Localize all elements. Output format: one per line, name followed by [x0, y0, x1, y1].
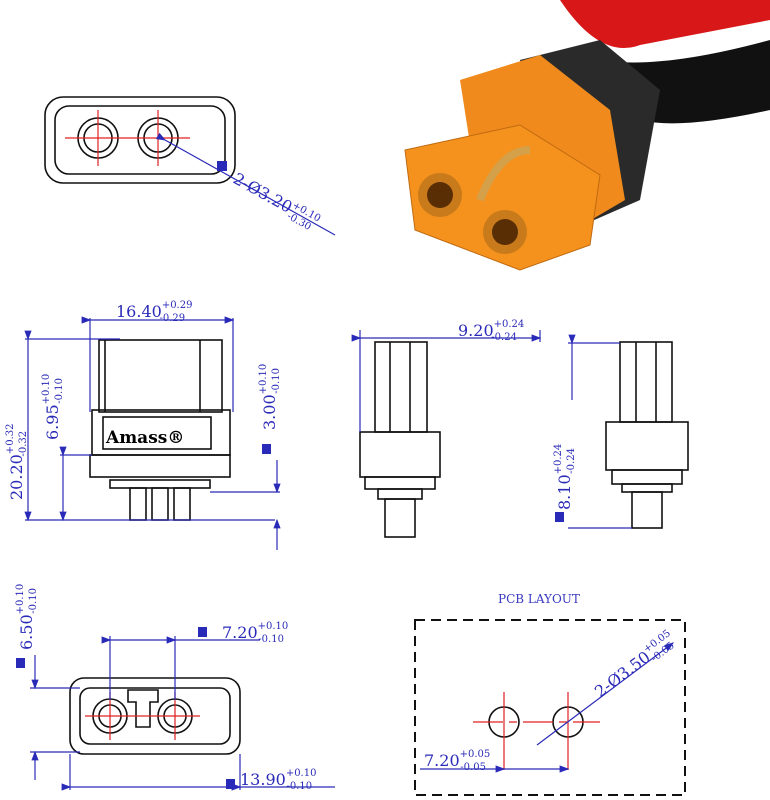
product-photo: [404, 0, 770, 271]
rear-height-dimension: 8.10+0.24-0.24: [553, 444, 577, 510]
side-width-dimension: 9.20+0.24-0.24: [458, 319, 524, 343]
width-dimension: 16.40+0.29-0.29: [116, 300, 192, 324]
datum-square-icon: [16, 658, 25, 668]
datum-square-icon: [198, 627, 207, 637]
pcb-hole-dimension: 2-Ø3.50+0.05-0.05: [590, 628, 680, 704]
pcb-pitch-dimension: 7.20+0.05-0.05: [424, 749, 490, 773]
front-view: Amass® 16.40+0.29-0.29 20.20+0.32-0.32 6…: [5, 300, 282, 550]
datum-square-icon: [226, 779, 235, 789]
pcb-layout-title: PCB LAYOUT: [498, 592, 580, 606]
bottom-height-dimension: 6.50+0.10-0.10: [15, 584, 39, 650]
hole-dimension: 2-Ø3.20+0.10-0.30: [228, 169, 322, 235]
datum-square-icon: [217, 161, 227, 171]
brand-logo: Amass®: [105, 428, 184, 448]
side-view: 9.20+0.24-0.24: [351, 319, 542, 538]
datum-square-icon: [262, 444, 271, 454]
pitch-dimension: 7.20+0.10-0.10: [222, 621, 288, 645]
datum-square-icon: [555, 512, 564, 522]
rear-view: 8.10+0.24-0.24: [553, 334, 689, 529]
pin-dimension: 3.00+0.10-0.10: [258, 364, 282, 430]
bottom-width-dimension: 13.90+0.10-0.10: [240, 768, 316, 792]
body-dimension: 6.95+0.10-0.10: [41, 374, 65, 440]
top-view: 2-Ø3.20+0.10-0.30: [44, 96, 336, 236]
height-dimension: 20.20+0.32-0.32: [5, 424, 29, 500]
bottom-view: 6.50+0.10-0.10 7.20+0.10-0.10 13.90+0.10…: [15, 584, 335, 792]
pcb-layout: PCB LAYOUT 2-Ø3.50+0.05-0.05 7.20+0.05-0…: [414, 592, 686, 796]
